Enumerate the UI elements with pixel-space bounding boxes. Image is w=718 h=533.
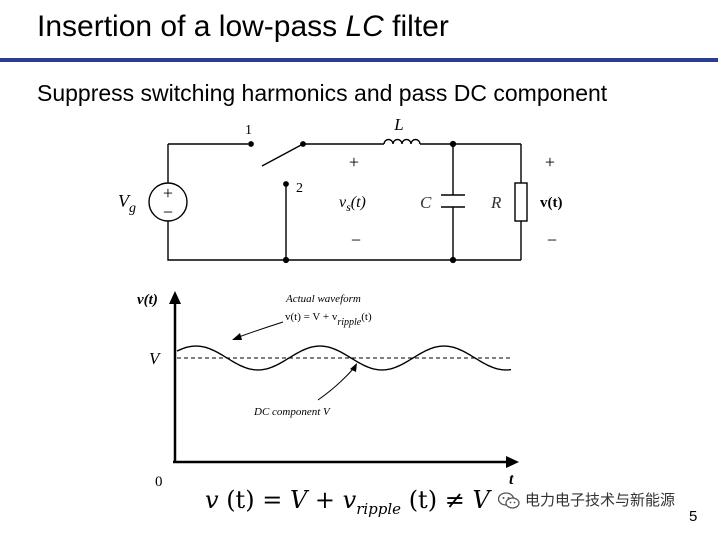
vout-label: v(t) xyxy=(540,195,563,211)
equation-rhs-arg: (t) ≠ xyxy=(401,486,473,514)
origin-label: 0 xyxy=(155,474,163,490)
source-label: Vg xyxy=(118,191,136,216)
circuit-labels: + − Vg 1 2 L C R + − vs(t) + − v(t) xyxy=(118,115,563,250)
title-prefix: Insertion of a low-pass xyxy=(37,10,346,43)
actual-waveform-curve xyxy=(176,345,512,371)
title-emphasis: LC xyxy=(345,10,384,43)
title-suffix: filter xyxy=(383,10,449,43)
dc-level-label: V xyxy=(149,349,162,368)
ripple-equation: v (t) = V + vripple (t) ≠ V xyxy=(205,484,490,525)
resistor-label: R xyxy=(490,193,502,212)
y-axis-label: v(t) xyxy=(137,292,158,308)
dc-component-caption: DC component V xyxy=(253,406,331,418)
dc-component-arrowhead xyxy=(350,363,357,372)
equation-ripple-subscript: ripple xyxy=(356,499,402,518)
switch-blade xyxy=(261,143,304,167)
actual-waveform-arrowhead xyxy=(232,333,242,340)
actual-waveform-caption: Actual waveform xyxy=(285,293,361,305)
capacitor-label: C xyxy=(420,193,432,212)
vs-plus-sign: + xyxy=(349,152,359,172)
x-axis-arrow xyxy=(506,456,519,468)
equation-end: V xyxy=(472,486,490,514)
waveform-plot xyxy=(169,291,519,468)
junction-switch xyxy=(282,256,290,264)
vs-minus-sign: − xyxy=(351,230,361,250)
wechat-icon xyxy=(498,492,520,509)
inductor-label: L xyxy=(393,115,403,134)
slide-title: Insertion of a low-pass LC filter xyxy=(37,8,449,46)
circuit-diagram xyxy=(148,138,528,264)
x-axis-label: t xyxy=(509,471,514,488)
waveform-labels: v(t) t 0 V Actual waveform v(t) = V + vr… xyxy=(137,292,514,490)
vout-plus-sign: + xyxy=(545,152,555,172)
equation-rhs: V + v xyxy=(289,486,357,514)
voltage-source-symbol xyxy=(148,182,188,222)
watermark-text: 电力电子技术与新能源 xyxy=(525,492,676,509)
slide-subtitle: Suppress switching harmonics and pass DC… xyxy=(37,80,608,106)
page-number: 5 xyxy=(689,508,698,525)
source-minus-sign: − xyxy=(163,202,173,222)
vout-minus-sign: − xyxy=(547,230,557,250)
resistor-body xyxy=(514,182,528,222)
actual-waveform-pointer xyxy=(235,321,284,339)
switch-contact-1 xyxy=(248,141,254,147)
equation-lhs: v xyxy=(205,486,219,514)
switch-position-1-label: 1 xyxy=(245,123,252,138)
switch-contact-2 xyxy=(283,181,289,187)
inductor-coil xyxy=(383,138,421,145)
source-plus-sign: + xyxy=(163,183,173,203)
junction-top xyxy=(449,140,457,148)
wire-bottom xyxy=(167,221,521,261)
dc-component-pointer xyxy=(317,367,355,401)
junction-bottom xyxy=(449,256,457,264)
title-underline xyxy=(0,58,718,62)
vs-label: vs(t) xyxy=(339,194,366,214)
y-axis-arrow xyxy=(169,291,181,304)
watermark: 电力电子技术与新能源 xyxy=(498,491,675,511)
switch-position-2-label: 2 xyxy=(296,181,303,196)
equation-lhs-arg: (t) = xyxy=(218,486,290,514)
actual-waveform-equation: v(t) = V + vripple(t) xyxy=(285,311,372,328)
